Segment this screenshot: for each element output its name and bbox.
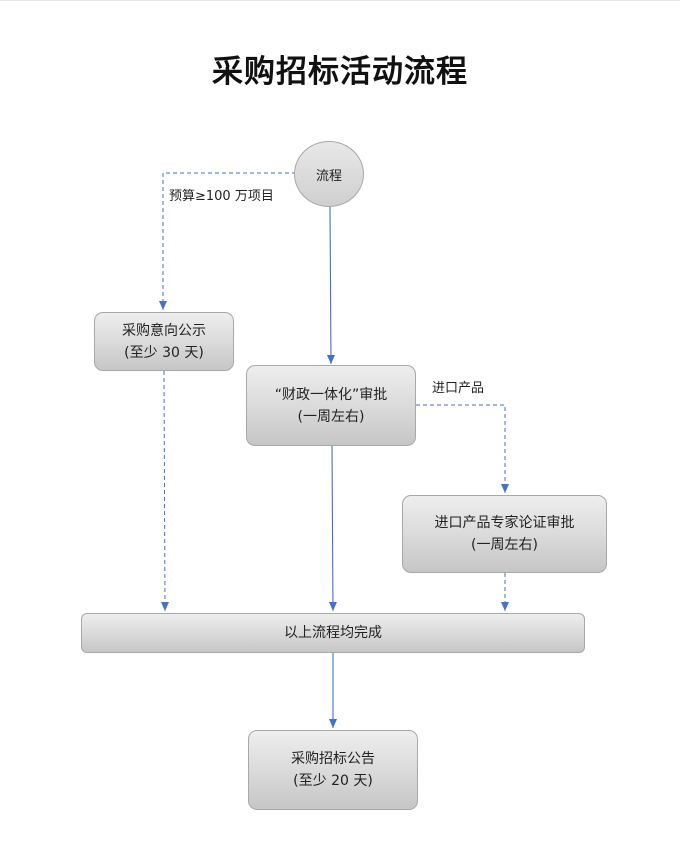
bid-notice-duration: (至少 20 天) — [293, 773, 373, 789]
finance-approval-node: “财政一体化”审批 (一周左右) — [246, 365, 416, 446]
intent-notice-node: 采购意向公示 (至少 30 天) — [94, 312, 234, 371]
bid-notice-title: 采购招标公告 — [291, 751, 375, 767]
start-node: 流程 — [294, 141, 364, 207]
all-complete-label: 以上流程均完成 — [284, 625, 382, 641]
intent-notice-title: 采购意向公示 — [122, 322, 206, 339]
budget-condition-label: 预算≥100 万项目 — [169, 189, 274, 204]
expert-review-node: 进口产品专家论证审批 (一周左右) — [402, 495, 607, 573]
bid-notice-node: 采购招标公告 (至少 20 天) — [248, 730, 418, 810]
top-divider — [0, 0, 680, 1]
imported-condition-label: 进口产品 — [432, 381, 485, 396]
all-complete-node: 以上流程均完成 — [81, 613, 585, 653]
expert-review-duration: (一周左右) — [471, 537, 538, 553]
edge-start-to-finance — [326, 206, 335, 365]
edge-finance-to-expert — [416, 404, 509, 493]
finance-approval-title: “财政一体化”审批 — [274, 386, 388, 403]
expert-review-title: 进口产品专家论证审批 — [434, 515, 575, 531]
page-title: 采购招标活动流程 — [212, 54, 468, 90]
start-node-label: 流程 — [315, 168, 342, 184]
edge-finance-to-complete — [328, 445, 337, 612]
edge-intent-to-complete — [160, 370, 169, 612]
intent-notice-duration: (至少 30 天) — [124, 344, 204, 361]
edge-start-to-intent — [159, 172, 296, 310]
finance-approval-duration: (一周左右) — [297, 408, 365, 425]
